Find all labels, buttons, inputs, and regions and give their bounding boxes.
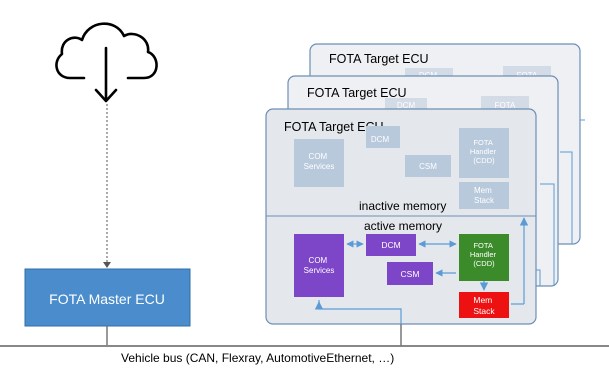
inactive-mem-stack [459,182,509,209]
inactive-mem-line1: Mem [474,186,492,195]
inactive-fota-handler [459,128,509,178]
inactive-fota-line3: (CDD) [473,156,495,165]
target-ecu-front: FOTA Target ECU COM Services DCM CSM FOT… [265,108,537,325]
target-ecu-middle-title: FOTA Target ECU [307,86,407,100]
inactive-csm [405,155,451,177]
active-com-services [294,234,344,297]
active-mem-stack [459,292,509,318]
target-ecu-back-title: FOTA Target ECU [329,52,429,66]
inactive-memory-label: inactive memory [359,199,446,213]
inactive-fota-line1: FOTA [473,138,492,147]
target-ecu-front-title: FOTA Target ECU [284,120,384,134]
svg-text:Mem Stack: Mem Stack [473,295,495,316]
active-fota-line3: (CDD) [473,259,495,268]
active-fota-line2: Handler [470,250,497,259]
active-mem-line2: Stack [473,306,495,316]
active-memory-label: active memory [364,219,442,233]
vehicle-bus-label: Vehicle bus (CAN, Flexray, AutomotiveEth… [121,351,394,365]
master-ecu-label: FOTA Master ECU [49,291,165,307]
svg-text:COM Services: COM Services [304,256,335,275]
inactive-csm-label: CSM [419,162,437,171]
active-com-line2: Services [304,266,335,275]
inactive-mem-line2: Stack [474,196,495,205]
active-dcm [366,234,416,256]
svg-text:FOTA Handler (CDD): FOTA Handler (CDD) [470,241,498,268]
cloud-download-icon [55,22,158,103]
active-fota-handler [459,234,509,281]
inactive-dcm [366,126,400,148]
download-arrow-head [103,262,111,268]
active-csm-label: CSM [401,269,420,279]
active-connectors [314,217,529,324]
active-csm [387,262,433,285]
svg-text:COM Services: COM Services [304,152,335,171]
active-fota-line1: FOTA [473,241,492,250]
svg-text:Mem Stack: Mem Stack [474,186,495,205]
faded-fota-middle: FOTA [495,101,516,110]
inactive-fota-line2: Handler [470,147,497,156]
active-com-line1: COM [309,256,328,265]
inactive-com-services [294,139,344,187]
inactive-dcm-label: DCM [371,135,390,144]
active-dcm-label: DCM [381,240,400,250]
active-mem-line1: Mem [473,295,492,305]
inactive-com-line2: Services [304,162,335,171]
inactive-com-line1: COM [309,152,328,161]
svg-text:FOTA Handler (CDD): FOTA Handler (CDD) [470,138,498,165]
faded-dcm-middle: DCM [397,101,416,110]
